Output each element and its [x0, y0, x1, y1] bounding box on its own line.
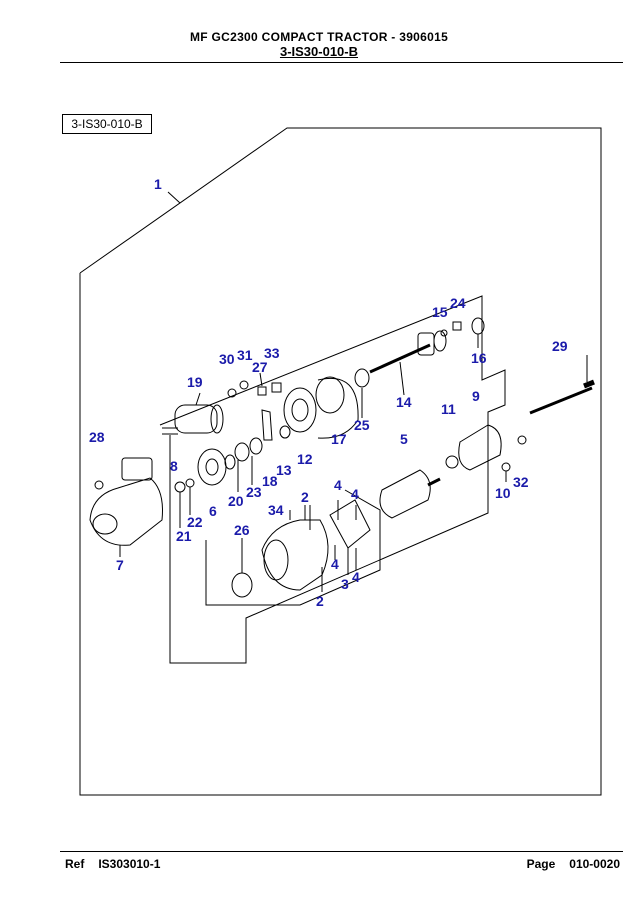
footer-ref-label: Ref: [65, 857, 85, 871]
callout-17: 17: [331, 431, 347, 447]
callout-19: 19: [187, 374, 203, 390]
callout-15: 15: [432, 304, 448, 320]
callout-28: 28: [89, 429, 105, 445]
callout-25: 25: [354, 417, 370, 433]
callout-3: 3: [341, 576, 349, 592]
footer-ref-value: IS303010-1: [98, 857, 161, 871]
assembly-boundary: [79, 127, 602, 796]
callout-32: 32: [513, 474, 529, 490]
document-title: MF GC2300 COMPACT TRACTOR - 3906015: [189, 30, 449, 44]
callout-4-upper-right: 4: [351, 486, 359, 502]
callout-6: 6: [209, 503, 217, 519]
callout-26: 26: [234, 522, 250, 538]
callout-21: 21: [176, 528, 192, 544]
header-rule: [60, 62, 623, 63]
callout-2-upper: 2: [301, 489, 309, 505]
callout-1: 1: [154, 176, 162, 192]
callout-33: 33: [264, 345, 280, 361]
callout-31: 31: [237, 347, 253, 363]
subgroup-outline-upper: [159, 295, 506, 664]
callout-22: 22: [187, 514, 203, 530]
callout-12: 12: [297, 451, 313, 467]
leader-1: [167, 191, 181, 204]
footer-ref: Ref IS303010-1: [65, 857, 174, 871]
callout-14: 14: [396, 394, 412, 410]
callout-2-lower: 2: [316, 593, 324, 609]
callout-29: 29: [552, 338, 568, 354]
callout-9: 9: [472, 388, 480, 404]
footer-rule: [60, 851, 623, 852]
callout-34: 34: [268, 502, 284, 518]
callout-10: 10: [495, 485, 511, 501]
callout-16: 16: [471, 350, 487, 366]
footer-page-label: Page: [526, 857, 556, 871]
callout-18: 18: [262, 473, 278, 489]
callout-20: 20: [228, 493, 244, 509]
callout-11: 11: [441, 401, 456, 417]
callout-8: 8: [170, 458, 178, 474]
callout-5: 5: [400, 431, 408, 447]
footer-page-value: 010-0020: [569, 857, 620, 871]
callout-27: 27: [252, 359, 268, 375]
callout-labels: 1 15 24 29 30 31 33 27 19 16 14 11 9 25 …: [89, 176, 568, 609]
callout-4-upper-left: 4: [334, 477, 342, 493]
callout-7: 7: [116, 557, 124, 573]
figure-reference-label: 3-IS30-010-B: [62, 114, 152, 134]
subgroup-outline-lower: [205, 489, 381, 606]
callout-13: 13: [276, 462, 292, 478]
document-subtitle: 3-IS30-010-B: [279, 44, 359, 59]
callout-4-lower-left: 4: [331, 556, 339, 572]
callout-4-lower-right: 4: [352, 569, 360, 585]
callout-30: 30: [219, 351, 235, 367]
callout-24: 24: [450, 295, 466, 311]
footer-page: Page 010-0020: [527, 857, 620, 871]
callout-23: 23: [246, 484, 262, 500]
